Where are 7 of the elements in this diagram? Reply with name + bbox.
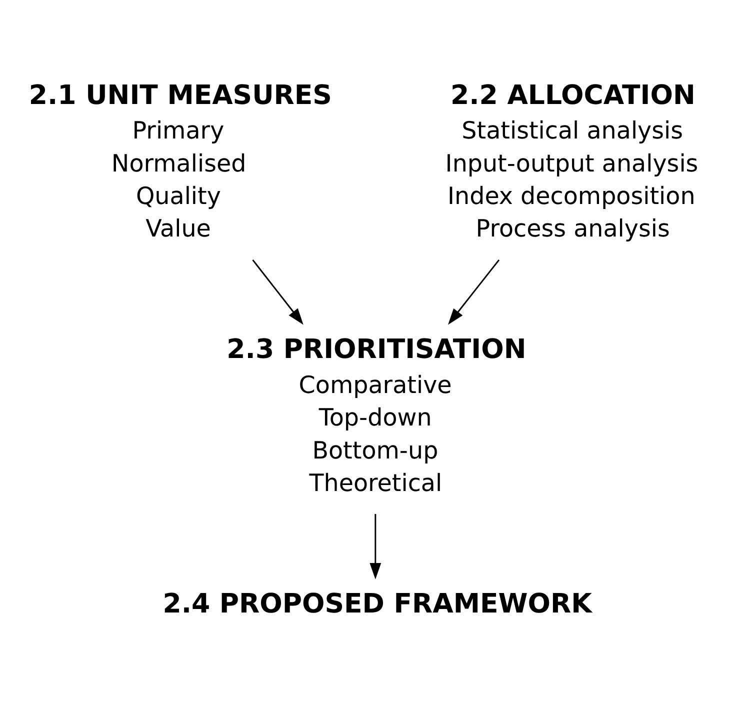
node-text: 2.2 ALLOCATION Statistical analysis Input-output analysis Index decomposition Process analysis [445, 80, 698, 243]
node-text: 2.4 PROPOSED FRAMEWORK [162, 588, 592, 620]
node-text: 2.3 PRIORITISATION Comparative Top-down Bottom-up Theoretical [226, 334, 526, 498]
arrow [252, 259, 304, 325]
arrow [448, 259, 500, 325]
arrow [370, 514, 382, 580]
node-text: 2.1 UNIT MEASURES Primary Normalised Quality Value [28, 80, 332, 243]
